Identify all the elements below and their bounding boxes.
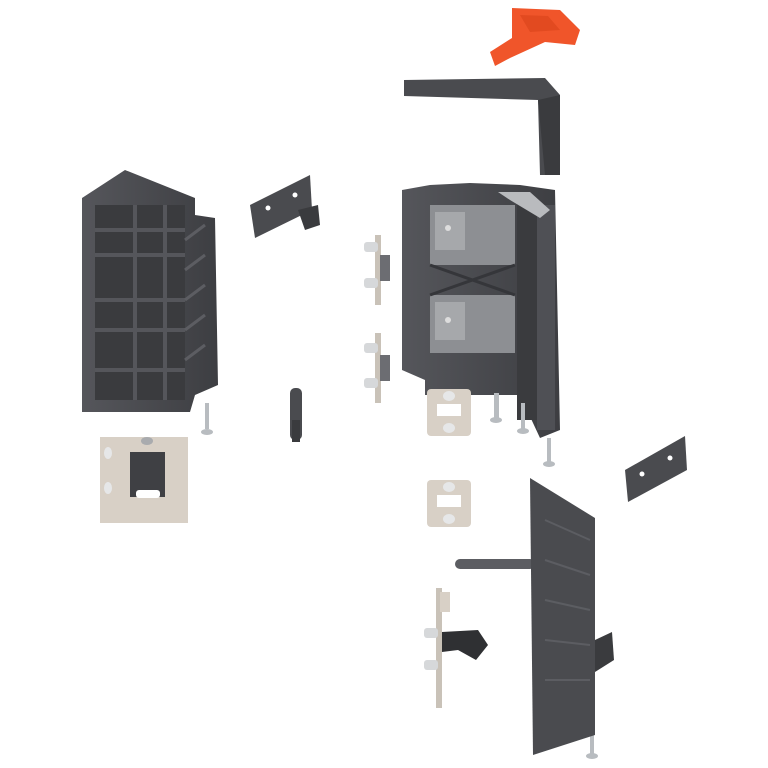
small-bracket-left	[250, 175, 320, 238]
dowel-pin	[290, 388, 302, 442]
orange-clip	[490, 8, 580, 66]
clip-lower	[364, 333, 390, 403]
top-cover	[404, 78, 560, 175]
front-panel	[455, 478, 614, 755]
plate-lower	[427, 480, 471, 527]
screws	[201, 393, 598, 759]
main-mechanism	[402, 183, 560, 438]
mounting-plate-large	[100, 437, 188, 523]
screw	[517, 403, 529, 434]
screw	[543, 438, 555, 467]
mounting-clips-left	[364, 235, 390, 403]
screw	[490, 393, 502, 423]
screw	[586, 728, 598, 759]
clip-upper	[364, 235, 390, 305]
hinge-arm	[424, 588, 488, 708]
mounting-plates-small	[427, 389, 471, 527]
plate-upper	[427, 389, 471, 436]
bracket-hole	[265, 205, 271, 211]
left-housing	[82, 170, 218, 412]
screw	[201, 403, 213, 435]
bracket-hole	[292, 192, 298, 198]
small-bracket-right	[625, 436, 687, 502]
